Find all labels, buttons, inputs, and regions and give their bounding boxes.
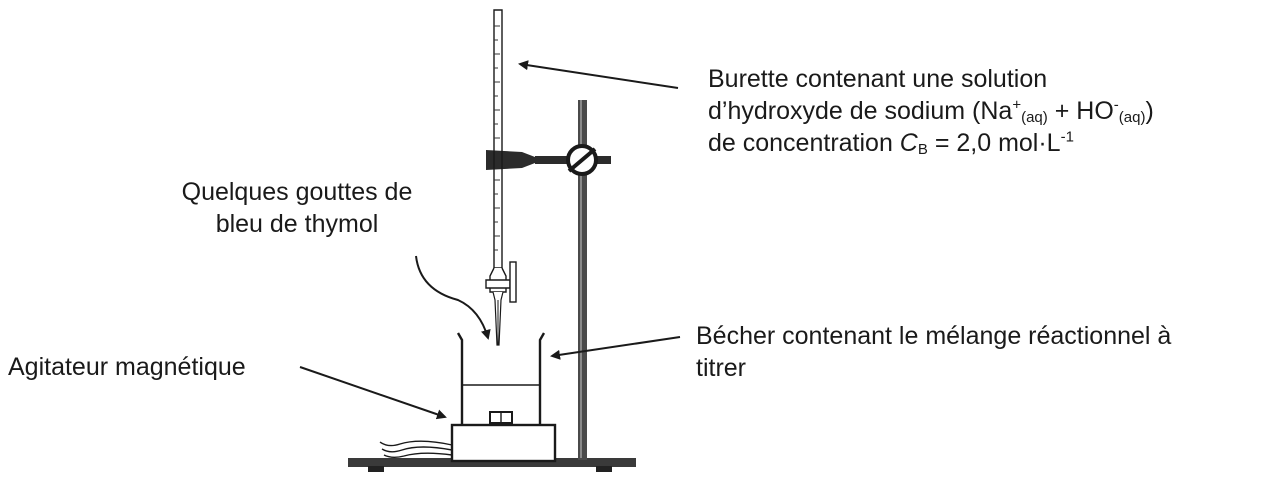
label-beaker-line1: Bécher contenant le mélange réactionnel … [696, 322, 1172, 350]
ho-charge: - [1113, 96, 1119, 114]
label-burette-line3: de concentration CB = 2,0 mol·L-1 [708, 127, 1154, 159]
arrow-burette [518, 60, 679, 89]
beaker [456, 332, 546, 440]
na-state: (aq) [1021, 109, 1048, 126]
label-burette-line2: d’hydroxyde de sodium (Na+(aq) + HO-(aq)… [708, 95, 1154, 127]
stand-base [348, 458, 636, 467]
na-charge: + [1012, 96, 1022, 114]
label-indicator: Quelques gouttes de bleu de thymol [158, 176, 436, 240]
burette-clamp-jaw [486, 150, 535, 170]
label-beaker-line2: titrer [696, 354, 746, 382]
label-burette: Burette contenant une solution d’hydroxy… [708, 63, 1154, 159]
burette [485, 9, 517, 346]
label-burette-line1: Burette contenant une solution [708, 65, 1048, 93]
stirrer-cable [379, 440, 453, 458]
clamp-boss-head [566, 144, 598, 176]
label-indicator-line1: Quelques gouttes de [181, 178, 413, 206]
cb-symbol: C [899, 129, 918, 157]
unit-exponent: -1 [1060, 128, 1074, 146]
label-burette-close-paren: ) [1145, 97, 1154, 125]
arrow-stirrer [299, 366, 447, 420]
stand-foot-right [596, 466, 612, 472]
label-indicator-line2: bleu de thymol [215, 210, 379, 238]
label-stirrer: Agitateur magnétique [8, 353, 246, 381]
stand-rod [578, 100, 587, 460]
label-burette-plus-ho: + HO [1047, 97, 1114, 125]
label-burette-concentration-text: de concentration [708, 129, 900, 157]
burette-graduations [494, 25, 500, 251]
arrow-indicator [415, 255, 491, 340]
label-beaker: Bécher contenant le mélange réactionnel … [696, 320, 1171, 384]
ho-state: (aq) [1118, 109, 1146, 126]
stand-foot-left [368, 466, 384, 472]
burette-stopcock [485, 279, 511, 289]
label-burette-line2-text: d’hydroxyde de sodium (Na [708, 97, 1013, 125]
cb-subscript: B [917, 141, 928, 158]
stand-rod-highlight [580, 100, 582, 458]
magnetic-stirrer [450, 423, 557, 463]
label-burette-concentration-value: = 2,0 mol·L [927, 129, 1061, 157]
arrow-beaker [550, 336, 681, 360]
